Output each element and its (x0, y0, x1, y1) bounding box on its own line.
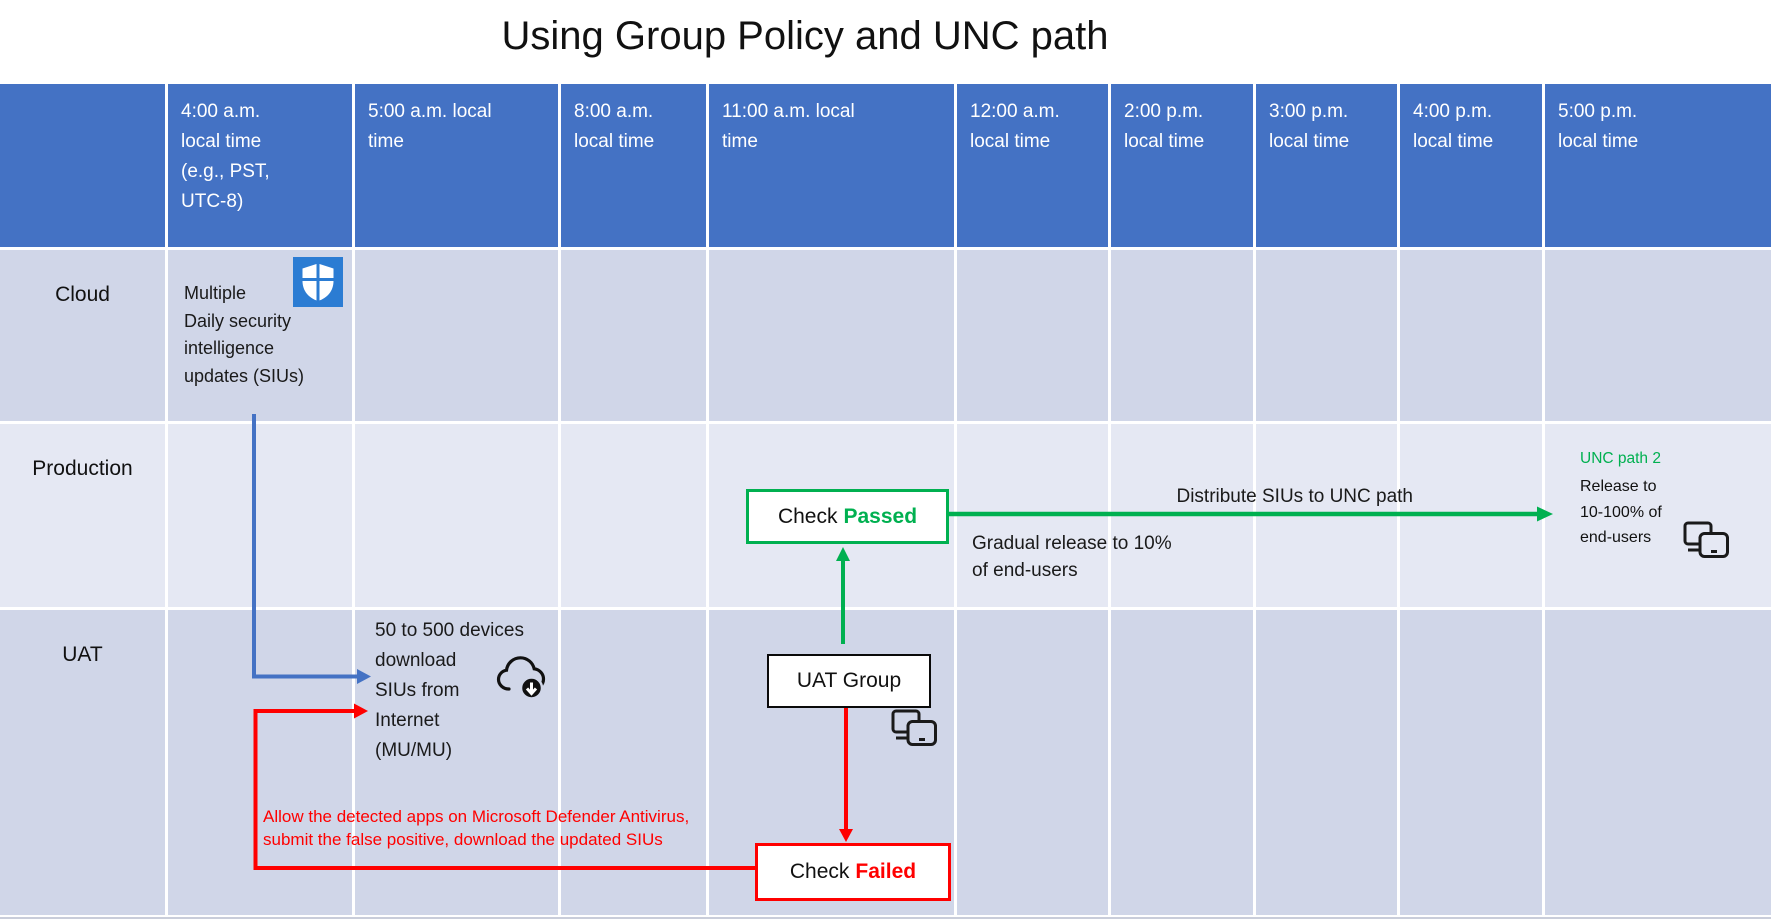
uat-group-label: UAT Group (796, 669, 902, 692)
check-passed-status: Passed (843, 504, 918, 528)
page-title: Using Group Policy and UNC path (501, 14, 1109, 58)
defender-shield-icon (293, 257, 343, 307)
table-cell (1400, 250, 1542, 421)
table-cell (1256, 610, 1397, 915)
table-cell (355, 250, 558, 421)
unc-path-title: UNC path 2 (1580, 450, 1661, 467)
header-label: 11:00 a.m. local time (722, 101, 855, 152)
table-cell (355, 424, 558, 607)
row-label-cell-cloud: Cloud (0, 250, 165, 421)
check-failed-status: Failed (855, 860, 917, 883)
header-cell-4pm: 4:00 p.m. local time (1400, 84, 1542, 247)
download-sius-text: 50 to 500 devices download SIUs from Int… (375, 620, 524, 761)
header-label: 12:00 a.m. local time (970, 101, 1060, 152)
check-passed-prefix: Check (777, 504, 838, 528)
check-passed-box: Check Passed (746, 489, 949, 544)
false-positive-warning-text: Allow the detected apps on Microsoft Def… (263, 807, 690, 849)
header-cell-12am: 12:00 a.m. local time (957, 84, 1108, 247)
header-cell-5pm: 5:00 p.m. local time (1545, 84, 1771, 247)
distribute-label: Distribute SIUs to UNC path (1176, 486, 1413, 507)
cloud-download-icon (496, 656, 546, 700)
header-cell-3pm: 3:00 p.m. local time (1256, 84, 1397, 247)
header-cell-11am: 11:00 a.m. local time (709, 84, 954, 247)
table-cell (1545, 424, 1771, 607)
check-failed-box: Check Failed (755, 843, 951, 901)
header-label: 5:00 p.m. local time (1558, 101, 1639, 152)
row-label-cell-production: Production (0, 424, 165, 607)
row-label: Production (32, 457, 133, 480)
table-cell (561, 250, 706, 421)
devices-icon (891, 709, 937, 746)
header-label: 5:00 a.m. local time (368, 101, 492, 152)
table-cell (561, 424, 706, 607)
table-cell (168, 424, 352, 607)
header-cell-5am: 5:00 a.m. local time (355, 84, 558, 247)
row-label-cell-uat: UAT (0, 610, 165, 915)
table-cell (1111, 250, 1253, 421)
siu-updates-text: Multiple Daily security intelligence upd… (184, 283, 305, 386)
table-cell (957, 610, 1108, 915)
header-label: 4:00 a.m. local time (e.g., PST, UTC-8) (181, 101, 270, 212)
table-cell (1256, 424, 1397, 607)
table-cell (957, 250, 1108, 421)
table-cell (709, 250, 954, 421)
row-label: UAT (62, 643, 103, 666)
table-bottom-border (0, 917, 1771, 919)
unc-path-block: UNC path 2 Release to 10-100% of end-use… (1580, 450, 1730, 551)
table-cell (1545, 250, 1771, 421)
header-label: 3:00 p.m. local time (1269, 101, 1350, 152)
table-cell (1256, 250, 1397, 421)
table-cell (168, 610, 352, 915)
row-label: Cloud (55, 283, 110, 306)
unc-release-text: Release to 10-100% of end-users (1580, 478, 1662, 546)
gradual-release-text: Gradual release to 10% of end-users (972, 533, 1172, 581)
header-label: 4:00 p.m. local time (1413, 101, 1494, 152)
header-cell-2pm: 2:00 p.m. local time (1111, 84, 1253, 247)
header-label: 2:00 p.m. local time (1124, 101, 1205, 152)
table-cell (1545, 610, 1771, 915)
header-cell-8am: 8:00 a.m. local time (561, 84, 706, 247)
header-cell-4am: 4:00 a.m. local time (e.g., PST, UTC-8) (168, 84, 352, 247)
header-corner-cell (0, 84, 165, 247)
table-cell (561, 610, 706, 915)
table-cell (1400, 424, 1542, 607)
check-failed-prefix: Check (789, 860, 850, 883)
uat-group-box: UAT Group (767, 654, 931, 708)
table-cell (1111, 610, 1253, 915)
header-label: 8:00 a.m. local time (574, 101, 655, 152)
devices-icon (1683, 521, 1729, 558)
table-cell (1400, 610, 1542, 915)
